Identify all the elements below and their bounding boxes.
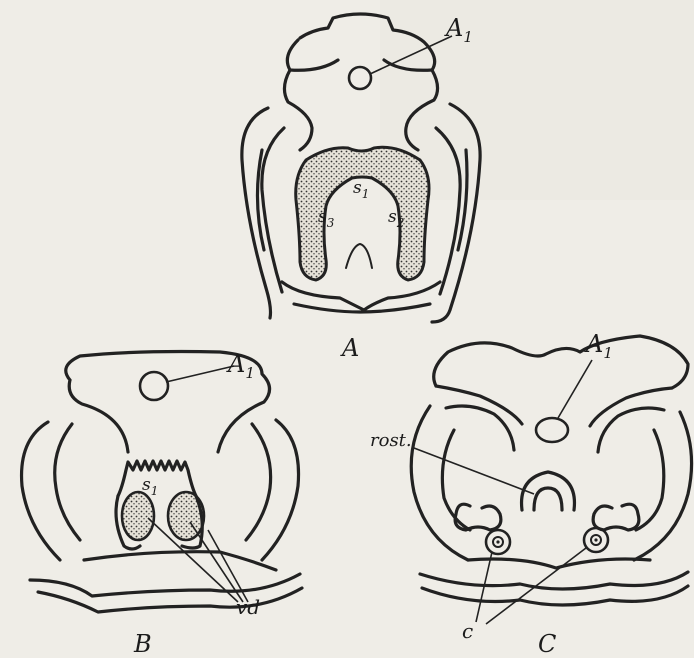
panel-c-body-outline — [434, 336, 688, 388]
panel-a-lower-bar — [282, 282, 440, 312]
panel-b-label-a1: A1 — [226, 350, 255, 382]
panel-c-rostrum — [522, 472, 575, 510]
panel-c-inner-arc-right — [636, 430, 664, 530]
panel-c-side-lobe-right — [593, 504, 639, 530]
panel-b-caption: B — [133, 630, 152, 658]
panel-c: A1 rost. c C — [370, 330, 692, 658]
panel-c-arc-right-1 — [590, 388, 672, 426]
panel-c-organ-c-left — [486, 530, 510, 554]
panel-b-arc-right-mid — [246, 424, 271, 540]
panel-b-label-s1: s1 — [142, 475, 158, 498]
panel-c-lower-bar-2 — [420, 572, 688, 589]
panel-c-caption: C — [538, 630, 556, 658]
panel-b-arc-right-outer — [262, 420, 299, 560]
panel-b: A1 s1 vd B — [22, 350, 302, 658]
panel-a-label-s3: s3 — [318, 207, 335, 230]
panel-a-appendage-left-2 — [262, 128, 284, 292]
panel-b-label-vd: vd — [236, 595, 260, 619]
panel-c-lower-bar-1 — [468, 559, 650, 568]
panel-b-lower-bar-1 — [84, 552, 276, 570]
panel-b-arc-left-mid — [55, 424, 80, 540]
panel-a-median-process — [346, 244, 372, 268]
panel-c-label-c: c — [462, 619, 473, 643]
panel-c-label-rost: rost. — [370, 430, 412, 451]
panel-c-outer-arc-left — [411, 406, 468, 560]
panel-a-upper-lobe-left — [290, 60, 338, 70]
panel-a-appendage-left-1 — [242, 108, 271, 318]
panel-b-lobe-left — [122, 492, 154, 540]
panel-b-lower-bar-2 — [30, 574, 300, 596]
panel-c-organ-c-right — [584, 528, 608, 552]
panel-a-stippled-structure — [296, 147, 429, 280]
panel-a-label-s1: s1 — [353, 178, 369, 201]
panel-c-arc-left-1 — [436, 386, 522, 424]
panel-c-a1-organ — [536, 418, 568, 442]
panel-c-arc-left-2 — [446, 406, 514, 450]
panel-a-a1-organ — [349, 67, 371, 89]
panel-c-label-a1: A1 — [584, 330, 613, 362]
panel-a-caption: A — [340, 334, 359, 362]
panel-b-arc-left-outer — [22, 422, 60, 560]
panel-b-a1-organ — [140, 372, 168, 400]
